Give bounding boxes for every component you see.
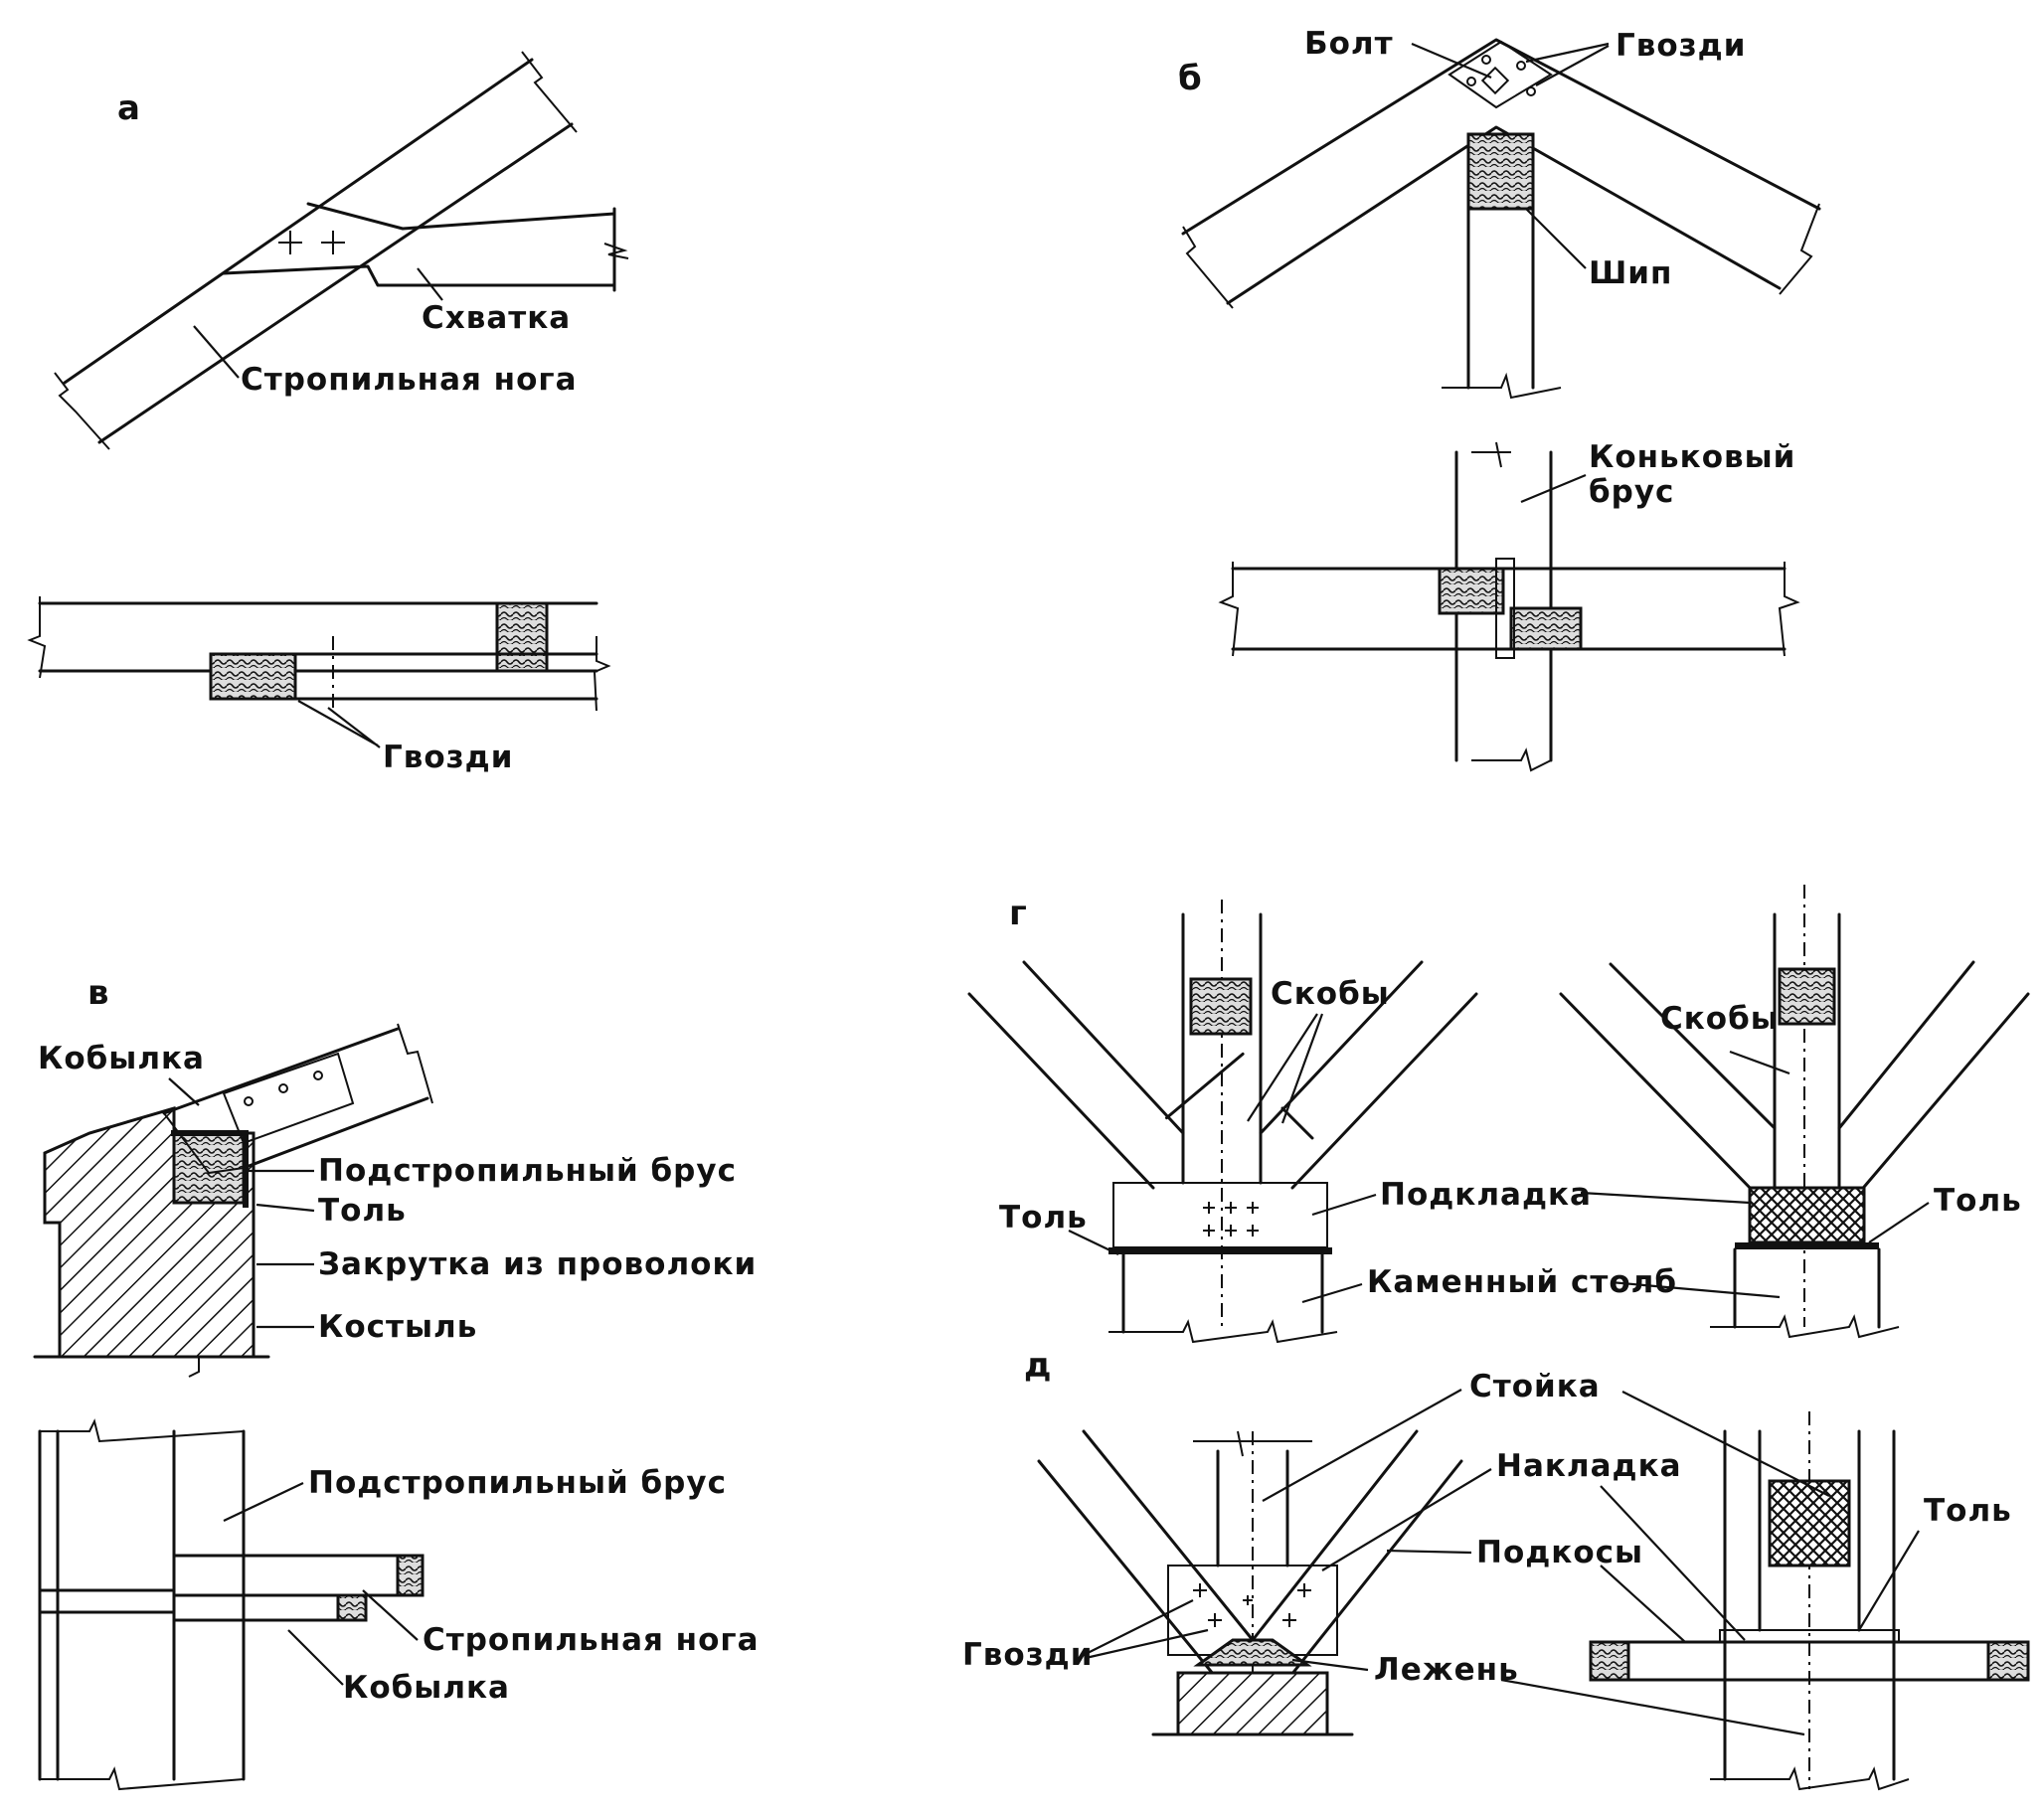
panel-d: д [962, 1346, 2030, 1791]
label-stropilnaya-noga: Стропильная нога [241, 362, 578, 398]
label-kostyl: Костыль [318, 1309, 477, 1345]
leader-lezhen [1291, 1658, 1805, 1736]
label-zakrutka: Закрутка из проволоки [318, 1246, 757, 1282]
brace-assembly-d-right [1589, 1411, 2030, 1791]
label-tol-v: Толь [318, 1193, 407, 1229]
leader-bolt [1411, 42, 1492, 80]
label-podstropilny-brus-2: Подстропильный брус [308, 1465, 727, 1501]
panel-a: а Схватка Стропильная нога [27, 51, 629, 775]
label-tol-g-right: Толь [1934, 1183, 2022, 1219]
label-bolt: Болт [1304, 26, 1394, 62]
label-skoby-right: Скобы [1660, 1001, 1780, 1037]
leader-tol-v [256, 1203, 315, 1213]
tie-beam-a [222, 202, 629, 292]
leader-tol-g-right [1868, 1202, 1930, 1243]
leader-stropilnaya-noga [193, 325, 240, 379]
leader-skhvatka [417, 267, 443, 301]
label-gvozdi-d: Гвозди [962, 1637, 1093, 1673]
label-podkosy: Подкосы [1476, 1535, 1643, 1570]
panel-v: в Кобылка Подстропильный брус Толь Закру… [33, 973, 760, 1791]
label-tol-d: Толь [1924, 1493, 2012, 1529]
post-assembly-g-left [967, 900, 1478, 1344]
leader-stoyka [1262, 1389, 1830, 1502]
post-assembly-g-right [1559, 885, 2030, 1339]
leader-skoby-right [1729, 1050, 1790, 1075]
leader-gvozdi-d [1083, 1599, 1209, 1660]
rafter-leg-a [54, 51, 578, 450]
label-tol-g-left: Толь [999, 1200, 1088, 1236]
label-konkovy-1: Коньковый [1589, 439, 1795, 475]
leader-kobylka [168, 1077, 200, 1106]
panel-g-letter: г [1009, 894, 1027, 933]
leader-podstropilny-brus-2 [223, 1482, 304, 1522]
plan-view-v [38, 1418, 425, 1791]
leader-tol-d [1858, 1530, 1920, 1631]
leader-stropilnaya-noga-v [362, 1589, 419, 1641]
label-podstropilny-brus: Подстропильный брус [318, 1153, 737, 1189]
leader-skoby-left [1247, 1013, 1324, 1124]
panel-g: г [967, 885, 2030, 1344]
leader-gvozdi-a [297, 700, 381, 748]
panel-b: б Болт Гвозди Шип [1178, 26, 1821, 772]
label-gvozdi-b: Гвозди [1616, 28, 1746, 64]
panel-b-letter: б [1178, 59, 1202, 98]
leader-gvozdi-b [1525, 42, 1610, 86]
label-konkovy-2: брус [1589, 474, 1674, 510]
ridge-plan-b [1218, 441, 1800, 772]
panel-v-letter: в [87, 973, 109, 1013]
label-stoyka: Стойка [1469, 1369, 1601, 1404]
leader-kamenny-stolb [1301, 1280, 1781, 1304]
leader-ship [1525, 208, 1587, 269]
label-skoby-left: Скобы [1271, 976, 1390, 1012]
label-kobylka-2: Кобылка [343, 1670, 510, 1706]
label-lezhen: Лежень [1374, 1652, 1519, 1688]
leader-konkovy [1520, 473, 1587, 504]
label-kamenny-stolb: Каменный столб [1367, 1264, 1677, 1300]
ridge-post-b [1442, 132, 1562, 400]
panel-a-letter: а [117, 88, 140, 128]
leader-podkladka [1311, 1191, 1751, 1217]
label-gvozdi-a: Гвозди [383, 740, 513, 775]
panel-d-letter: д [1024, 1346, 1051, 1386]
label-kobylka: Кобылка [38, 1041, 205, 1076]
wall-section-v [33, 1105, 270, 1378]
leader-nakladka [1321, 1468, 1746, 1641]
ridge-rafters-b [1181, 38, 1821, 309]
brace-assembly-d-left [1037, 1429, 1463, 1736]
label-stropilnaya-noga-v: Стропильная нога [423, 1622, 760, 1658]
plan-view-a [27, 596, 611, 712]
label-podkladka: Подкладка [1380, 1177, 1592, 1213]
leader-podkosy [1386, 1549, 1686, 1643]
label-skhvatka: Схватка [422, 300, 571, 336]
rafter-v [162, 1023, 433, 1175]
label-nakladka: Накладка [1496, 1448, 1682, 1484]
leader-tol-g-left [1068, 1230, 1119, 1255]
label-ship: Шип [1589, 255, 1672, 291]
leader-kobylka-2 [287, 1629, 344, 1686]
